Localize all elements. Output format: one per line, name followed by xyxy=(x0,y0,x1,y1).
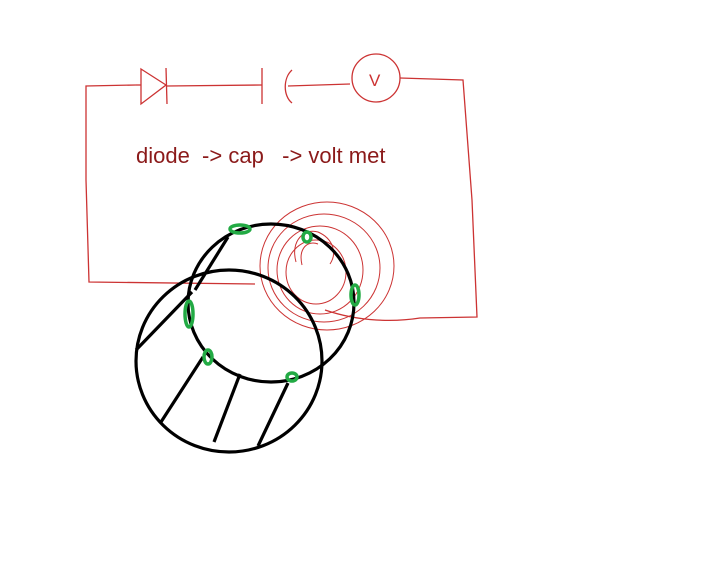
contact-top xyxy=(228,223,252,235)
coil-struts xyxy=(134,236,290,447)
contact-lower-right xyxy=(285,371,299,383)
circuit-caption: diode -> cap -> volt met xyxy=(136,143,386,168)
coil-front-ring xyxy=(134,268,324,454)
contact-upper-right xyxy=(301,230,313,244)
magnetic-field-swirl xyxy=(259,201,395,331)
voltmeter-label: V xyxy=(369,71,381,90)
contact-right xyxy=(349,283,361,307)
wire-cap-to-meter xyxy=(287,83,351,87)
capacitor-symbol xyxy=(261,68,293,104)
contact-lower-left xyxy=(202,348,214,366)
circuit-wire xyxy=(85,77,478,322)
contact-points xyxy=(183,223,361,383)
diode-symbol xyxy=(136,67,168,106)
contact-left xyxy=(183,299,195,329)
voltmeter-symbol: V xyxy=(351,53,401,103)
wire-diode-to-cap xyxy=(166,84,263,87)
